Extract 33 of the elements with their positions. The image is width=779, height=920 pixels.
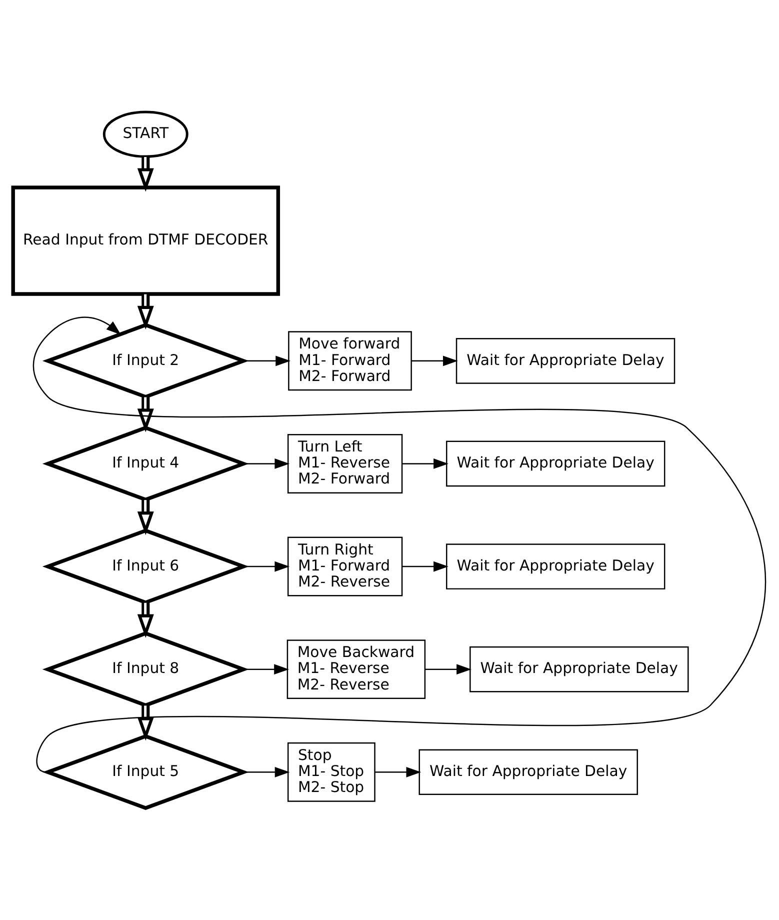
- arrow: [137, 294, 154, 330]
- arrow: [137, 397, 154, 432]
- arrow: [402, 561, 448, 572]
- node-diamond: If Input 4: [42, 426, 249, 502]
- arrow: [244, 561, 290, 572]
- node-box: Stop M1- Stop M2- Stop: [287, 742, 376, 802]
- node-box: Move Backward M1- Reverse M2- Reverse: [286, 640, 426, 700]
- arrow: [244, 664, 289, 675]
- node-box: Wait for Appropriate Delay: [446, 440, 666, 487]
- node-box: Move forward M1- Forward M2- Forward: [288, 331, 412, 391]
- node-diamond: If Input 6: [42, 528, 249, 604]
- arrow: [137, 157, 154, 192]
- arrow: [137, 602, 154, 638]
- arrow: [402, 458, 448, 469]
- node-diamond: If Input 8: [42, 631, 249, 708]
- node-box: Turn Right M1- Forward M2- Reverse: [287, 536, 403, 596]
- node-box: Wait for Appropriate Delay: [446, 544, 666, 590]
- arrow: [374, 766, 422, 778]
- node-diamond: If Input 2: [42, 323, 249, 399]
- node-box: Wait for Appropriate Delay: [470, 646, 689, 692]
- arrow: [137, 500, 154, 536]
- arrow: [244, 458, 290, 469]
- arrow: [244, 356, 290, 366]
- node-box: Wait for Appropriate Delay: [456, 338, 676, 384]
- node-box: Wait for Appropriate Delay: [418, 749, 638, 796]
- arrow: [411, 356, 458, 366]
- node-box: Turn Left M1- Reverse M2- Forward: [287, 434, 403, 494]
- arrow: [137, 706, 154, 741]
- arrow: [244, 766, 290, 778]
- arrow: [425, 664, 472, 675]
- node-box: Read Input from DTMF DECODER: [11, 186, 280, 296]
- node-ellipse: START: [102, 110, 188, 158]
- node-diamond: If Input 5: [42, 734, 249, 810]
